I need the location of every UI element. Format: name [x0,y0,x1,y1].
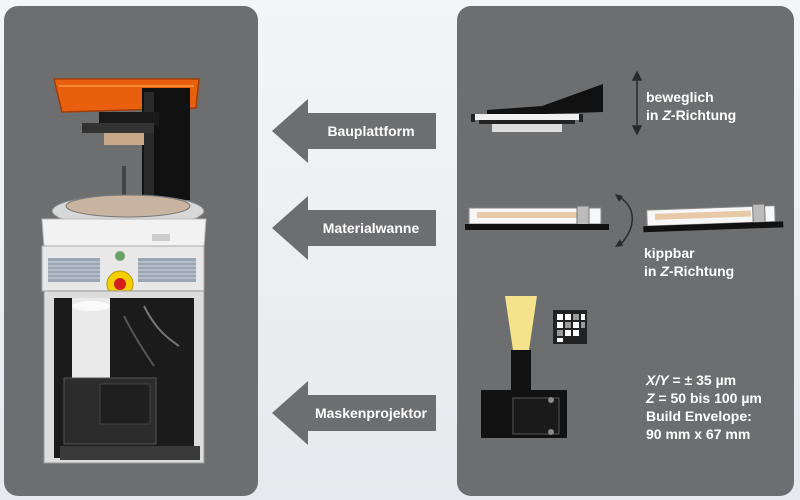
vat-drawing-tilted [643,203,784,232]
arrow-materialwanne: Materialwanne [272,196,436,260]
build-platform-drawing [471,84,603,132]
mask-pattern-icon [553,310,587,344]
label-maskenprojektor: Maskenprojektor [312,381,430,445]
spec-xy: X/Y = ± 35 µm [646,371,762,389]
machine-photo-panel [4,6,258,496]
platform-note: beweglich in Z-Richtung [646,88,736,124]
vat-note-line2: in Z-Richtung [644,262,734,280]
vat-note-line1: kippbar [644,244,734,262]
label-materialwanne: Materialwanne [312,196,430,260]
machine-illustration [4,6,258,496]
platform-note-line2: in Z-Richtung [646,106,736,124]
arrow-bauplattform: Bauplattform [272,99,436,163]
label-bauplattform: Bauplattform [312,99,430,163]
vat-drawing-flat [465,206,609,230]
vat-note: kippbar in Z-Richtung [644,244,734,280]
specifications: X/Y = ± 35 µm Z = 50 bis 100 µm Build En… [646,371,762,443]
platform-note-line1: beweglich [646,88,736,106]
arrow-maskenprojektor: Maskenprojektor [272,381,436,445]
build-platform-photo [82,123,154,133]
tilt-arrow-icon [621,198,632,244]
spec-envelope-label: Build Envelope: [646,407,762,425]
spec-envelope-value: 90 mm x 67 mm [646,425,762,443]
z-movement-arrow-icon [633,72,641,134]
spec-z: Z = 50 bis 100 µm [646,389,762,407]
